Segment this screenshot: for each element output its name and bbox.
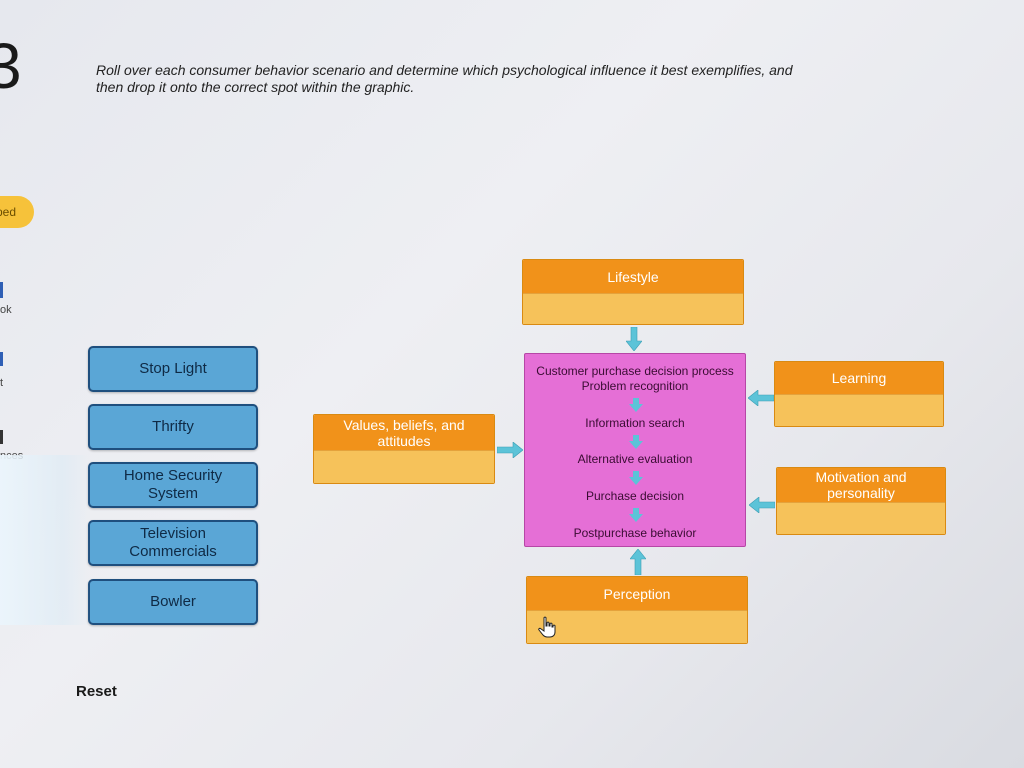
scenario-tile-home-security[interactable]: Home Security System — [88, 462, 258, 508]
drop-slot[interactable] — [314, 450, 494, 483]
arrow-down-icon — [629, 435, 643, 449]
drop-target-label: Values, beliefs, and attitudes — [314, 415, 494, 450]
scenario-tile-stop-light[interactable]: Stop Light — [88, 346, 258, 392]
arrow-left-icon — [749, 497, 775, 513]
sidebar-item-label[interactable]: t — [0, 377, 4, 389]
scenario-tile-television-commercials[interactable]: Television Commercials — [88, 520, 258, 566]
sidebar-marker — [0, 430, 3, 444]
scenario-tile-thrifty[interactable]: Thrifty — [88, 404, 258, 450]
drop-slot[interactable] — [523, 293, 743, 324]
arrow-right-icon — [497, 442, 523, 458]
process-step: Problem recognition — [581, 379, 689, 393]
drop-target-values[interactable]: Values, beliefs, and attitudes — [313, 414, 495, 484]
drop-slot[interactable] — [527, 610, 747, 643]
process-step: Purchase decision — [585, 489, 685, 503]
question-number: 3 — [0, 30, 22, 102]
decision-process-box: Customer purchase decision process Probl… — [524, 353, 746, 547]
drop-target-learning[interactable]: Learning — [774, 361, 944, 427]
scenario-tile-bowler[interactable]: Bowler — [88, 579, 258, 625]
hand-cursor-icon — [538, 616, 556, 638]
drop-target-label: Motivation and personality — [777, 468, 945, 502]
reset-button[interactable]: Reset — [76, 683, 117, 700]
screen-glare — [0, 455, 90, 625]
drop-target-lifestyle[interactable]: Lifestyle — [522, 259, 744, 325]
drop-target-label: Lifestyle — [523, 260, 743, 293]
drop-target-perception[interactable]: Perception — [526, 576, 748, 644]
arrow-down-icon — [629, 398, 643, 412]
status-pill[interactable]: ped — [0, 196, 34, 228]
arrow-up-icon — [630, 549, 646, 575]
process-step: Alternative evaluation — [577, 452, 693, 466]
process-step: Postpurchase behavior — [573, 526, 697, 540]
sidebar-marker — [0, 352, 3, 366]
sidebar-item-label[interactable]: ok — [0, 304, 12, 316]
instructions-text: Roll over each consumer behavior scenari… — [96, 62, 793, 95]
drop-target-label: Perception — [527, 577, 747, 610]
drop-target-motivation[interactable]: Motivation and personality — [776, 467, 946, 535]
arrow-left-icon — [748, 390, 774, 406]
drop-target-label: Learning — [775, 362, 943, 394]
process-step: Information search — [585, 416, 685, 430]
arrow-down-icon — [629, 471, 643, 485]
sidebar-item-label[interactable]: nces — [0, 450, 24, 462]
drop-slot[interactable] — [777, 502, 945, 534]
arrow-down-icon — [629, 508, 643, 522]
sidebar-marker — [0, 282, 3, 298]
drop-slot[interactable] — [775, 394, 943, 426]
arrow-down-icon — [626, 327, 642, 351]
process-title: Customer purchase decision process — [536, 364, 734, 378]
